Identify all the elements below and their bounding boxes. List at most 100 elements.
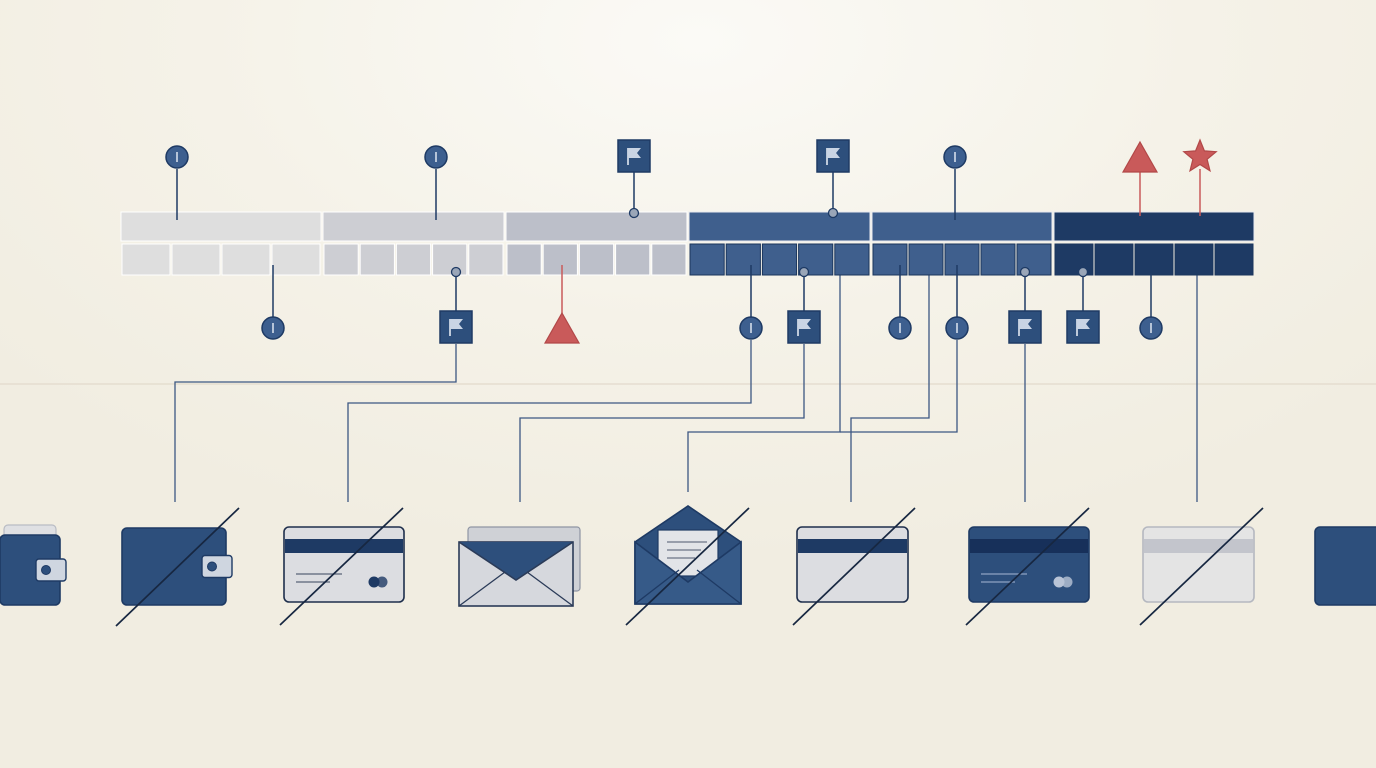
anchor-dot — [450, 266, 462, 278]
segment-4-cell — [725, 243, 761, 276]
anchor-dot — [628, 207, 640, 219]
strike-through-line — [625, 507, 750, 626]
segment-1-cell — [171, 243, 221, 276]
open-envelope-fold — [634, 569, 742, 605]
segment-4-cell — [834, 243, 870, 276]
warning-triangle-icon — [1121, 140, 1159, 173]
segment-1-cell — [121, 243, 171, 276]
card-chip-left — [368, 576, 380, 588]
strike-through-line — [115, 507, 240, 627]
segment-5-cell — [908, 243, 944, 276]
credit-card-icon — [1142, 526, 1255, 603]
payment-item-6 — [792, 507, 916, 626]
info-icon — [424, 145, 448, 169]
segment-4-cell — [761, 243, 798, 276]
payment-item-9 — [1314, 526, 1376, 606]
card-magnetic-stripe — [285, 539, 403, 553]
card-body — [796, 526, 909, 603]
wallet-clasp-button — [207, 561, 217, 572]
info-icon — [888, 316, 912, 340]
segment-6-cell — [1174, 243, 1214, 276]
segment-6-top — [1053, 211, 1255, 242]
segment-3-cell — [542, 243, 578, 276]
payment-item-2 — [115, 507, 240, 627]
segment-4-cell — [689, 243, 725, 276]
info-icon — [739, 316, 763, 340]
strike-through-line — [279, 507, 404, 626]
wallet-body — [1314, 526, 1376, 606]
connector-line-4 — [687, 275, 841, 492]
segment-3-cell — [615, 243, 651, 276]
flag-icon-cloth — [628, 148, 641, 158]
segment-5-top — [871, 211, 1053, 242]
envelope-fold — [458, 571, 574, 607]
segment-3-cell — [578, 243, 615, 276]
segment-2-cell — [468, 243, 504, 276]
info-icon — [1139, 316, 1163, 340]
payment-item-4 — [458, 526, 581, 607]
flag-icon-cloth — [1019, 319, 1032, 329]
envelope-icon — [458, 526, 581, 607]
segment-5-cell — [944, 243, 980, 276]
flag-icon — [1008, 310, 1042, 344]
wallet-clasp-button — [41, 565, 51, 575]
star-icon — [1182, 138, 1218, 173]
anchor-dot — [1077, 266, 1089, 278]
card-chip-left — [1053, 576, 1065, 588]
anchor-dot — [1019, 266, 1031, 278]
segment-6-cell — [1134, 243, 1174, 276]
flag-icon-cloth — [798, 319, 811, 329]
payment-items-row — [0, 505, 1376, 627]
strike-through-line — [965, 507, 1090, 626]
payment-item-8 — [1139, 507, 1264, 626]
flag-icon — [787, 310, 821, 344]
connector-line-1 — [174, 344, 457, 502]
open-envelope-letter-icon — [634, 505, 742, 605]
credit-card-icon — [796, 526, 909, 603]
segment-1-top — [120, 211, 322, 242]
info-icon — [261, 316, 285, 340]
anchor-dot — [798, 266, 810, 278]
connector-line-3 — [519, 344, 805, 502]
connector-layer — [174, 275, 1198, 502]
connector-line-5 — [850, 275, 930, 502]
card-chip-right — [1061, 576, 1073, 588]
payment-item-1 — [0, 524, 67, 606]
flag-icon — [439, 310, 473, 344]
wallet-icon — [0, 524, 67, 606]
flag-icon — [617, 139, 651, 173]
info-icon — [943, 145, 967, 169]
info-icon — [945, 316, 969, 340]
card-magnetic-stripe — [970, 539, 1088, 553]
segment-6-cell — [1214, 243, 1254, 276]
segment-2-cell — [323, 243, 359, 276]
segment-2-cell — [359, 243, 395, 276]
segment-5-cell — [980, 243, 1016, 276]
segment-2-cell — [395, 243, 432, 276]
connector-line-2 — [347, 340, 752, 502]
strike-through-line — [792, 507, 916, 626]
info-icon — [165, 145, 189, 169]
flag-icon-cloth — [1077, 319, 1090, 329]
segment-2-cell — [432, 243, 468, 276]
connector-line-6 — [840, 340, 958, 433]
card-magnetic-stripe — [1144, 539, 1253, 553]
payment-item-7 — [965, 507, 1090, 626]
wallet-icon — [121, 527, 233, 606]
payment-item-5 — [625, 505, 750, 626]
warning-triangle-icon — [543, 311, 581, 344]
segment-1-cell — [221, 243, 271, 276]
segment-3-top — [505, 211, 688, 242]
segment-3-cell — [651, 243, 687, 276]
flag-icon-cloth — [450, 319, 463, 329]
flag-icon — [816, 139, 850, 173]
card-magnetic-stripe — [798, 539, 907, 553]
flag-icon — [1066, 310, 1100, 344]
marker-layer — [165, 138, 1218, 344]
flag-icon-cloth — [827, 148, 840, 158]
card-body — [1142, 526, 1255, 603]
segment-5-cell — [872, 243, 908, 276]
segment-3-cell — [506, 243, 542, 276]
